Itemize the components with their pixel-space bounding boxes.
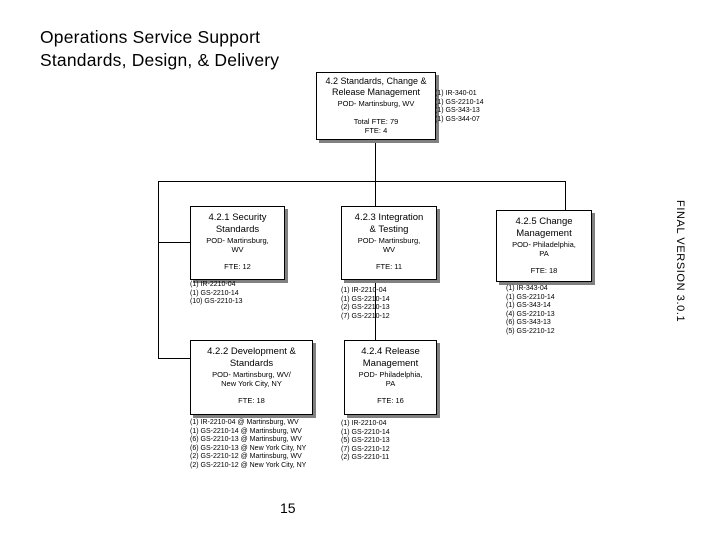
org-node-4-2-location: POD- Martinsburg, WV	[337, 99, 415, 108]
grade-item: (1) GS-2210-14	[341, 428, 390, 436]
page-title: Operations Service Support Standards, De…	[40, 26, 370, 72]
org-node-4-2-5-title-line-1: 4.2.5 Change	[515, 216, 573, 227]
page-number: 15	[280, 500, 296, 516]
org-node-4-2-4-location-line-1: POD- Philadelphia,	[358, 370, 423, 379]
org-node-4-2-title-line-2: Release Management	[331, 87, 421, 97]
org-node-4-2-5[interactable]: 4.2.5 Change Management POD- Philadelphi…	[496, 210, 592, 282]
org-node-4-2-3-title-line-1: 4.2.3 Integration	[354, 212, 424, 223]
grade-item: (1) IR-2210-04	[341, 287, 387, 294]
org-node-4-2-2-location-line-2: New York City, NY	[221, 379, 282, 388]
org-node-4-2-1-title-line-1: 4.2.1 Security	[208, 212, 267, 223]
grade-list-4-2: (1) IR-340-01 (1) GS-2210-14 (1) GS-343-…	[435, 90, 484, 124]
grade-item: (7) GS-2210-12	[341, 312, 390, 320]
org-node-4-2-3-location-line-2: WV	[382, 245, 396, 254]
page-title-line-1: Operations Service Support	[40, 27, 261, 47]
org-node-4-2-3-location-line-1: POD- Martinsburg,	[357, 236, 421, 245]
connector-root-stem	[375, 140, 377, 182]
org-node-4-2-1-fte: FTE: 12	[224, 262, 251, 271]
grade-item: (1) IR-2210-04 @ Martinsburg, WV	[190, 419, 299, 426]
org-node-4-2-2[interactable]: 4.2.2 Development & Standards POD- Marti…	[190, 340, 313, 415]
org-node-4-2-2-location-line-1: POD- Martinsburg, WV/	[212, 370, 291, 379]
connector-elbow-422	[158, 358, 191, 360]
connector-horizontal-bus	[158, 181, 566, 183]
grade-list-4-2-3: (1) IR-2210-04 (1) GS-2210-14 (2) GS-221…	[341, 287, 390, 321]
grade-list-4-2-2: (1) IR-2210-04 @ Martinsburg, WV (1) GS-…	[190, 419, 306, 471]
org-node-4-2-total-fte: Total FTE: 79	[353, 117, 399, 126]
grade-item: (1) GS-2210-14	[506, 293, 555, 301]
grade-list-4-2-1: (1) IR-2210-04 (1) GS-2210-14 (10) GS-22…	[190, 281, 243, 307]
org-node-4-2-2-title-line-2: Standards	[229, 357, 274, 369]
grade-item: (5) GS-2210-12	[506, 327, 555, 335]
grade-item: (1) GS-343-14	[506, 302, 551, 310]
grade-item: (2) GS-2210-13	[341, 304, 390, 312]
org-node-4-2-3-title-line-2: & Testing	[369, 223, 409, 235]
grade-item: (2) GS-2210-12 @ New York City, NY	[190, 461, 307, 469]
page-title-line-2: Standards, Design, & Delivery	[40, 50, 280, 70]
grade-item: (6) GS-2210-13 @ Martinsburg, WV	[190, 436, 302, 444]
org-node-4-2-5-fte: FTE: 18	[530, 266, 558, 275]
org-node-4-2-4-fte: FTE: 16	[377, 396, 404, 405]
org-node-4-2-2-title-line-1: 4.2.2 Development &	[207, 346, 296, 357]
grade-item: (6) GS-2210-13 @ New York City, NY	[190, 444, 307, 452]
grade-item: (1) GS-2210-14	[435, 98, 484, 106]
version-watermark: FINAL VERSION 3.0.1	[674, 200, 686, 323]
org-node-4-2-5-location-line-2: PA	[539, 249, 549, 258]
grade-list-4-2-4: (1) IR-2210-04 (1) GS-2210-14 (5) GS-221…	[341, 420, 390, 463]
org-node-4-2-1-title-line-2: Standards	[215, 223, 260, 235]
grade-item: (1) GS-2210-14	[341, 295, 390, 303]
org-node-4-2-1-location-line-1: POD- Martinsburg,	[206, 236, 269, 245]
org-node-4-2-1[interactable]: 4.2.1 Security Standards POD- Martinsbur…	[190, 206, 285, 280]
org-node-4-2-4-title-line-1: 4.2.4 Release	[361, 346, 420, 357]
org-node-4-2-1-location-line-2: WV	[231, 245, 244, 254]
grade-item: (4) GS-2210-13	[506, 310, 555, 318]
org-node-4-2-4-location-line-2: PA	[385, 379, 396, 388]
grade-item: (1) IR-340-01	[435, 90, 477, 97]
grade-item: (7) GS-2210-12	[341, 445, 390, 453]
org-node-4-2[interactable]: 4.2 Standards, Change & Release Manageme…	[316, 72, 436, 140]
org-node-4-2-4[interactable]: 4.2.4 Release Management POD- Philadelph…	[344, 340, 437, 415]
grade-item: (1) IR-2210-04	[190, 281, 236, 288]
grade-item: (1) GS-343-13	[435, 107, 480, 115]
org-node-4-2-5-location-line-1: POD- Philadelphia,	[512, 240, 576, 249]
org-node-4-2-2-fte: FTE: 18	[238, 396, 265, 405]
connector-drop-left	[158, 181, 160, 359]
grade-item: (2) GS-2210-12 @ Martinsburg, WV	[190, 453, 302, 461]
grade-item: (10) GS-2210-13	[190, 298, 243, 306]
grade-item: (1) GS-2210-14	[190, 289, 239, 297]
org-node-4-2-4-title-line-2: Management	[362, 357, 419, 369]
grade-item: (1) IR-343-04	[506, 285, 548, 292]
grade-item: (1) GS-344-07	[435, 115, 480, 123]
grade-item: (2) GS-2210-11	[341, 454, 390, 462]
org-node-4-2-fte: FTE: 4	[364, 126, 388, 135]
connector-drop-right	[565, 181, 567, 211]
org-node-4-2-5-title-line-2: Management	[516, 227, 572, 239]
connector-elbow-421	[158, 242, 191, 244]
org-node-4-2-title-line-1: 4.2 Standards, Change &	[325, 76, 427, 86]
grade-item: (5) GS-2210-13	[341, 437, 390, 445]
grade-list-4-2-5: (1) IR-343-04 (1) GS-2210-14 (1) GS-343-…	[506, 285, 555, 337]
grade-item: (6) GS-343-13	[506, 319, 551, 327]
grade-item: (1) GS-2210-14 @ Martinsburg, WV	[190, 427, 302, 435]
org-node-4-2-3[interactable]: 4.2.3 Integration & Testing POD- Martins…	[341, 206, 437, 280]
grade-item: (1) IR-2210-04	[341, 420, 387, 427]
org-node-4-2-3-fte: FTE: 11	[375, 262, 403, 271]
